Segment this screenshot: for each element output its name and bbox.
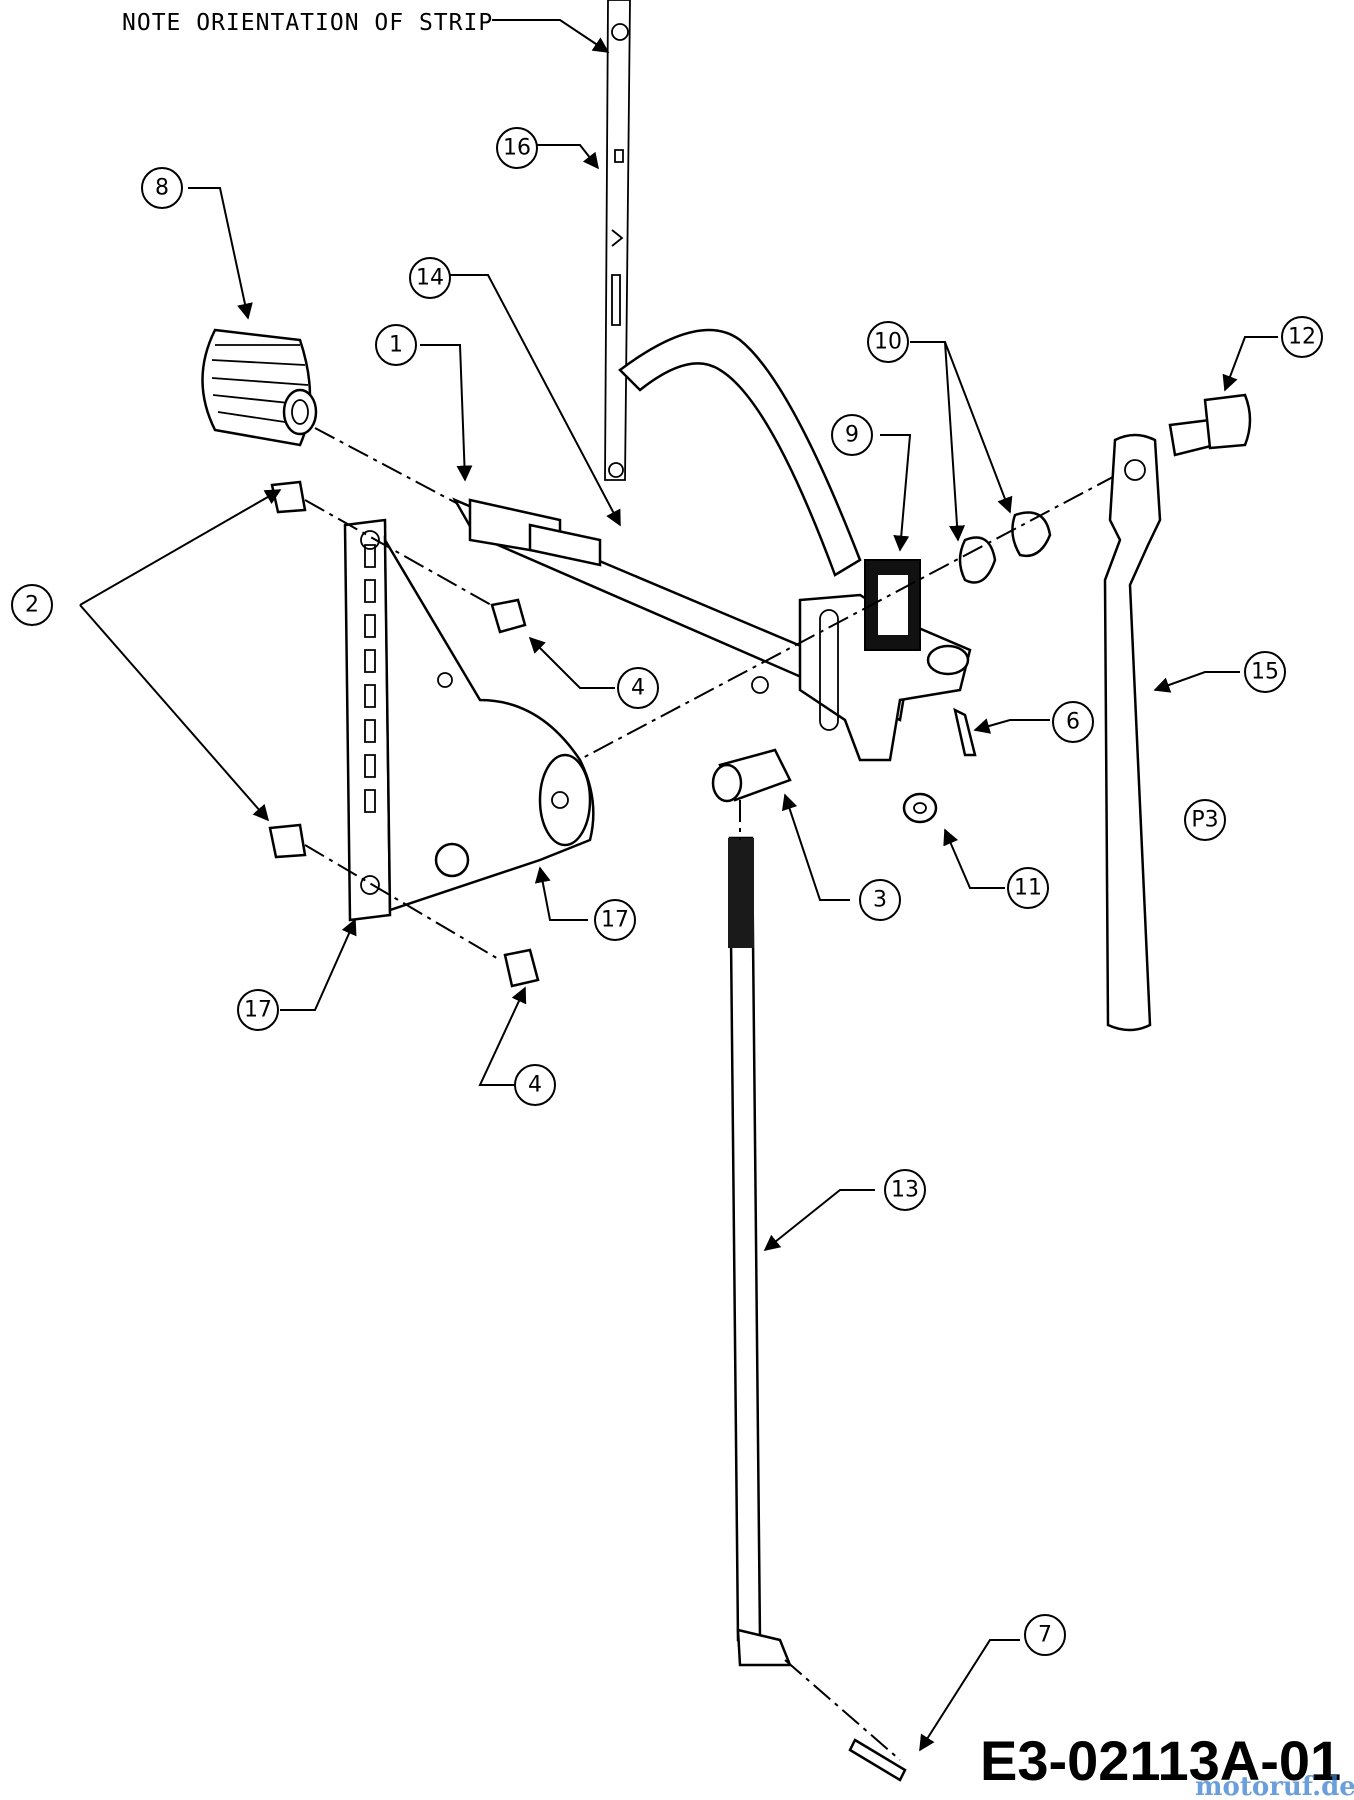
leaders	[79, 144, 1278, 1752]
svg-text:P3: P3	[1191, 808, 1218, 833]
svg-text:17: 17	[244, 998, 272, 1023]
callout-p3: P3	[1184, 799, 1226, 841]
callout-3: 3	[859, 879, 901, 921]
callout-4-bottom: 4	[514, 1064, 556, 1106]
svg-text:4: 4	[631, 676, 645, 701]
centerline-main	[559, 459, 1146, 771]
callout-17-left: 17	[237, 989, 279, 1031]
part-12-bolt	[1168, 393, 1252, 457]
part-1-lever	[452, 328, 972, 762]
centerline-pin	[784, 1659, 901, 1761]
callout-16: 16	[496, 127, 538, 169]
note-orientation-text: NOTE ORIENTATION OF STRIP	[122, 10, 493, 36]
svg-text:17: 17	[601, 908, 629, 933]
centerline-knob	[314, 427, 461, 506]
callout-13: 13	[884, 1169, 926, 1211]
svg-text:16: 16	[503, 136, 531, 161]
callout-6: 6	[1052, 701, 1094, 743]
svg-text:15: 15	[1251, 660, 1279, 685]
svg-text:10: 10	[874, 330, 902, 355]
part-4-nuts	[490, 598, 540, 988]
callout-2: 2	[11, 584, 53, 626]
callout-8: 8	[141, 167, 183, 209]
part-9-spring	[864, 559, 921, 651]
callout-14: 14	[409, 257, 451, 299]
callout-1: 1	[375, 324, 417, 366]
callout-4-top: 4	[617, 667, 659, 709]
part-3-ferrule	[711, 748, 792, 803]
note-leader	[492, 19, 610, 53]
part-15-tube	[1103, 433, 1162, 1032]
svg-text:8: 8	[155, 176, 169, 201]
part-17-rack-bracket	[343, 518, 595, 922]
svg-text:9: 9	[845, 423, 859, 448]
svg-text:1: 1	[389, 333, 403, 358]
svg-text:11: 11	[1014, 876, 1042, 901]
part-8-knob	[201, 328, 318, 447]
part-7-pin	[848, 1738, 907, 1782]
svg-text:3: 3	[873, 888, 887, 913]
svg-text:4: 4	[528, 1073, 542, 1098]
callout-12: 12	[1281, 316, 1323, 358]
svg-text:7: 7	[1038, 1623, 1052, 1648]
callout-9: 9	[831, 414, 873, 456]
part-2-bolts	[268, 480, 307, 859]
svg-text:13: 13	[891, 1178, 919, 1203]
callout-10: 10	[867, 321, 909, 363]
part-11-washer	[902, 792, 938, 824]
callout-15: 15	[1244, 651, 1286, 693]
part-16-strip	[604, 0, 631, 481]
callout-17-right: 17	[594, 899, 636, 941]
part-6-cotter-pin	[953, 707, 977, 757]
watermark-logo: motoruf.de	[1195, 1772, 1354, 1800]
part-10-clips	[958, 511, 1052, 584]
svg-text:2: 2	[25, 593, 39, 618]
svg-text:12: 12	[1288, 325, 1316, 350]
callout-11: 11	[1007, 867, 1049, 909]
svg-text:6: 6	[1066, 710, 1080, 735]
svg-text:14: 14	[416, 266, 444, 291]
callout-7: 7	[1024, 1614, 1066, 1656]
drawing-id: E3-02113A-01	[980, 1729, 1341, 1792]
part-13-rod	[728, 836, 792, 1667]
